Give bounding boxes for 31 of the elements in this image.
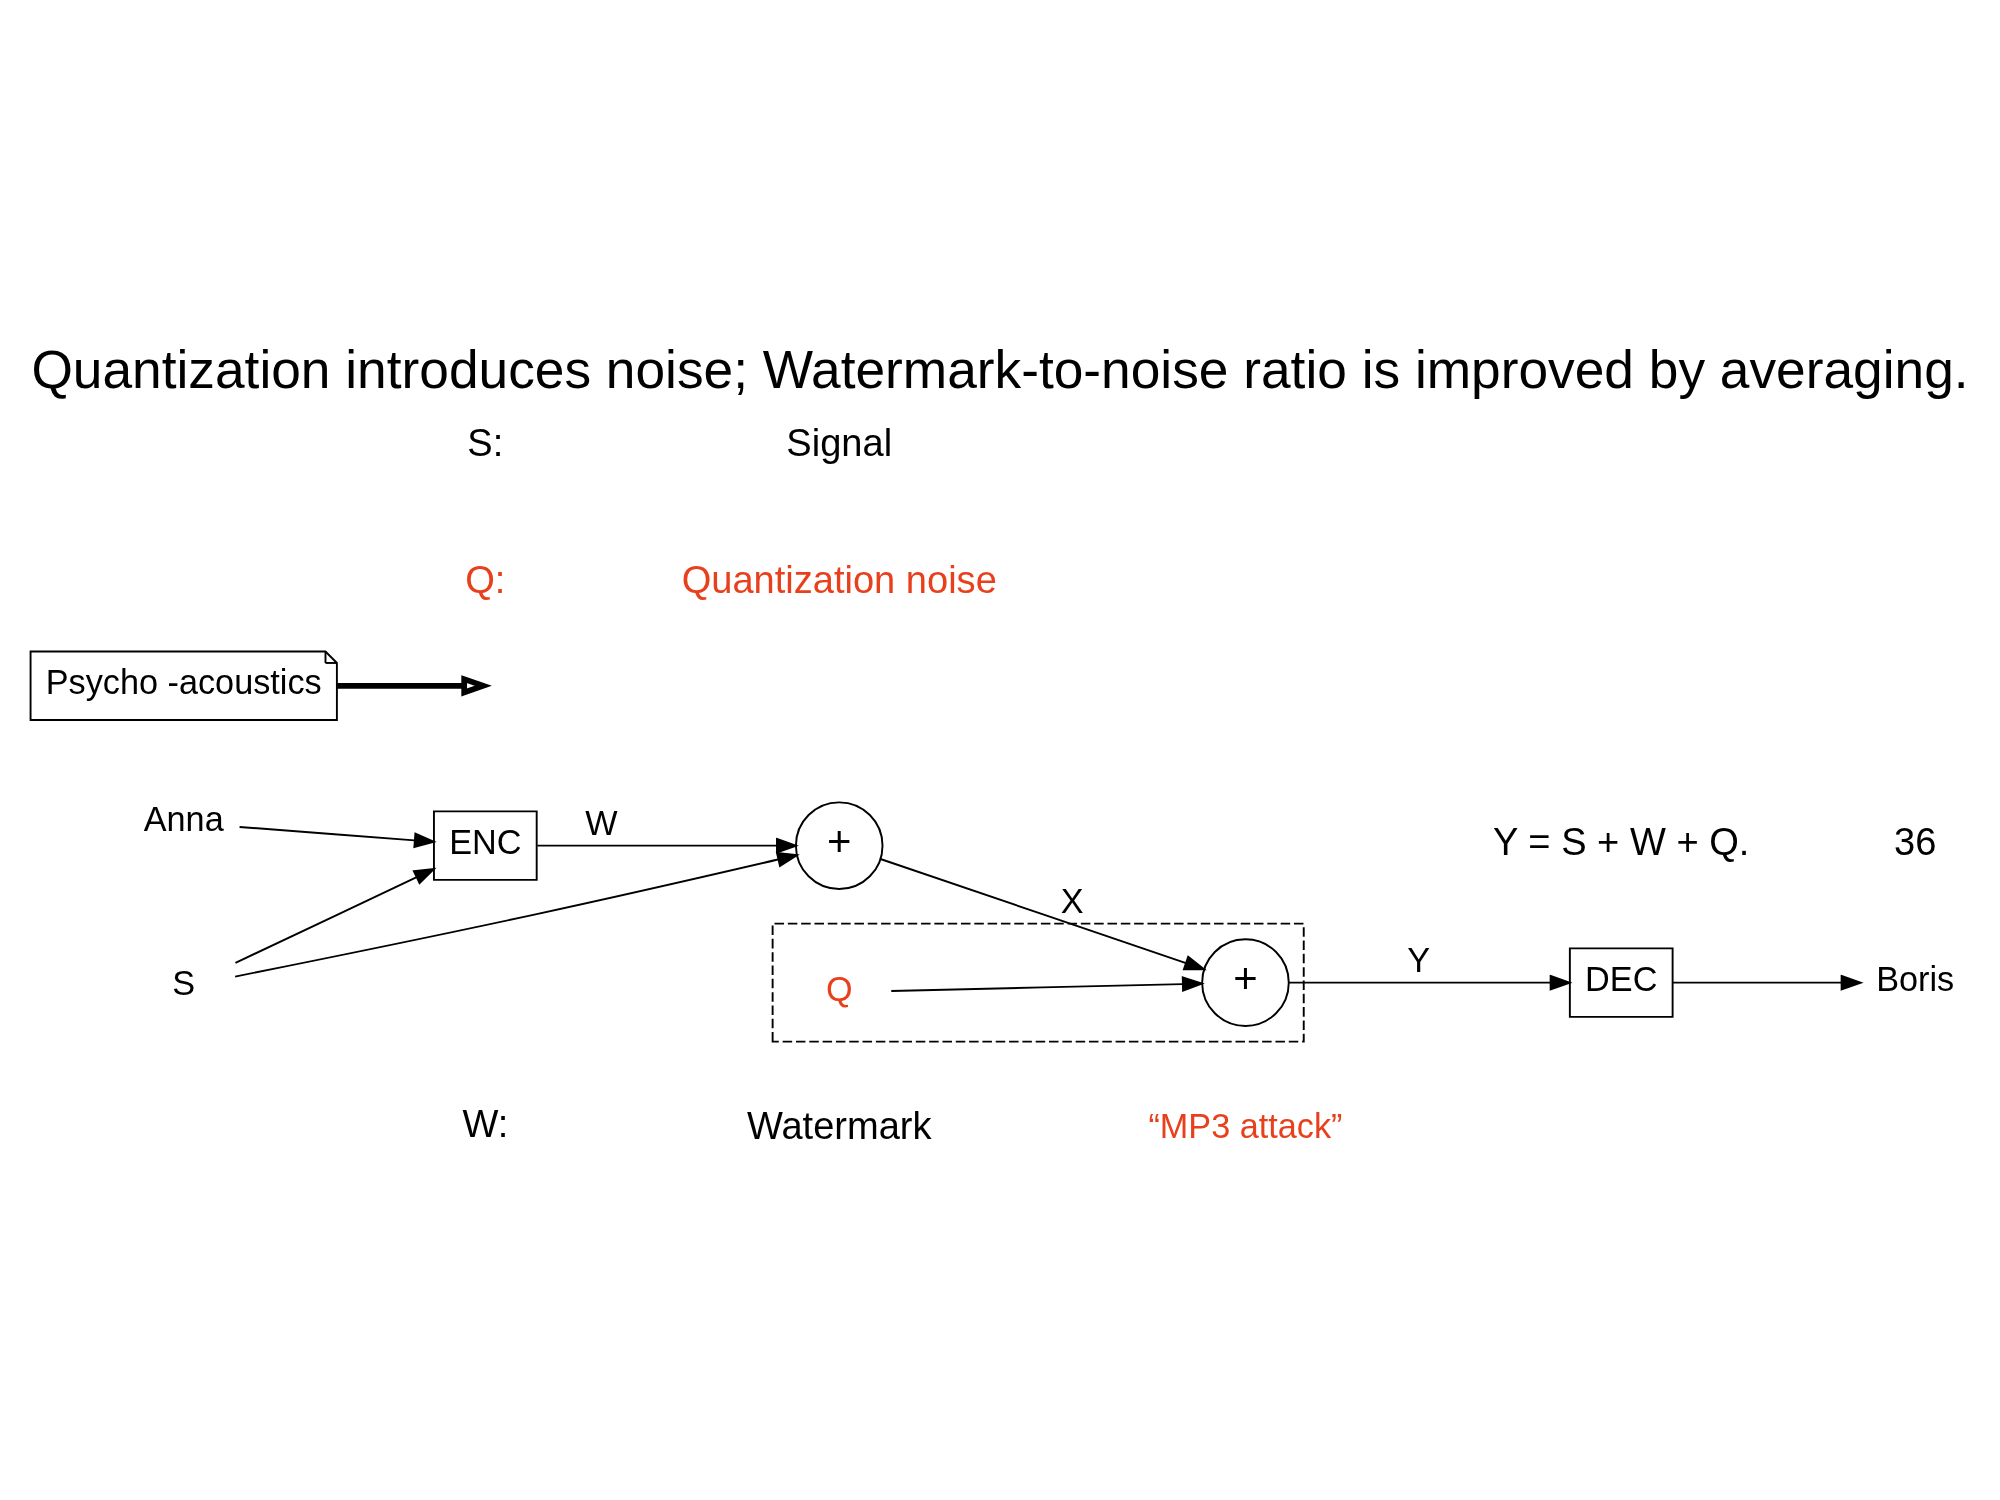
- label: Quantization noise: [681, 558, 997, 601]
- label: Y = S + W + Q.: [1493, 820, 1750, 863]
- node-circle: +: [794, 800, 884, 890]
- arrow: [1287, 974, 1573, 991]
- arrow: [238, 825, 437, 848]
- edge-label: Y: [1407, 940, 1431, 979]
- node-box: DEC: [1568, 946, 1674, 1018]
- node-text: S: [172, 963, 196, 1002]
- arrow: [879, 857, 1207, 970]
- edge-label: X: [1060, 881, 1084, 920]
- arrow: [536, 837, 799, 854]
- label: W:: [462, 1102, 509, 1145]
- label: 36: [1894, 820, 1937, 863]
- arrow: [234, 851, 800, 978]
- arrow: [890, 975, 1205, 992]
- edge-label: W: [585, 803, 618, 842]
- node-text: Anna: [143, 799, 224, 838]
- label: Q:: [465, 558, 506, 601]
- cluster: [771, 922, 1305, 1043]
- arrow: [234, 867, 437, 964]
- node-text: Boris: [1876, 959, 1955, 998]
- label: Watermark: [746, 1104, 932, 1147]
- arrow: [1672, 974, 1864, 991]
- label: Signal: [786, 421, 893, 464]
- node-circle: +: [1201, 937, 1290, 1027]
- node-label: “MP3 attack”: [1148, 1106, 1343, 1145]
- diagram-title: Quantization introduces noise; Watermark-to-noise ratio is improved by averaging.: [31, 339, 1969, 399]
- node-box: ENC: [433, 809, 538, 881]
- node-text: Q: [825, 969, 853, 1008]
- arrow: [337, 674, 492, 696]
- label: S:: [467, 421, 504, 464]
